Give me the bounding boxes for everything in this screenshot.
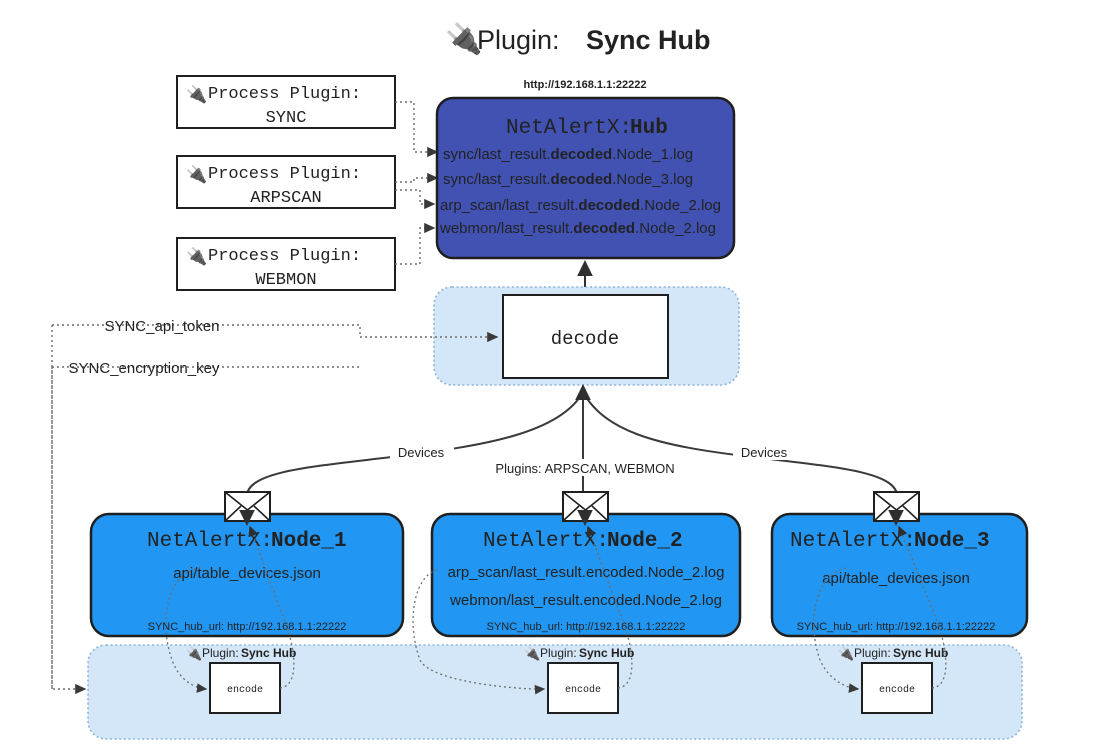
hub-box[interactable]: NetAlertX: Hub sync/last_result.decoded.… xyxy=(435,96,736,260)
process-plugin-label: Process Plugin: xyxy=(208,85,361,104)
encoder-plugin-prefix: Plugin: xyxy=(540,646,577,660)
node-encode-dotted-edges xyxy=(165,525,947,695)
envelope-icon xyxy=(562,491,609,526)
plug-icon: 🔌 xyxy=(838,646,854,661)
plug-icon: 🔌 xyxy=(186,164,207,184)
page-title-name: Sync Hub xyxy=(586,25,711,55)
encode-label: encode xyxy=(565,684,601,696)
node-title-name: Node_2 xyxy=(607,530,683,553)
process-plugin-name: WEBMON xyxy=(255,271,316,290)
envelope-icon xyxy=(224,491,271,526)
envelope-icon xyxy=(873,491,920,526)
node-line: api/table_devices.json xyxy=(173,565,321,582)
encoder-node-3[interactable]: 🔌 Plugin: Sync Hub encode xyxy=(838,646,948,714)
flow-label-right-devices: Devices xyxy=(741,445,788,460)
plug-icon: 🔌 xyxy=(186,646,202,661)
plug-icon: 🔌 xyxy=(186,246,207,266)
process-plugin-label: Process Plugin: xyxy=(208,165,361,184)
node-box-node-2[interactable]: NetAlertX: Node_2 arp_scan/last_result.e… xyxy=(430,512,742,638)
node-title-prefix: NetAlertX: xyxy=(790,530,916,553)
page-title: 🔌 Plugin: Sync Hub xyxy=(445,21,711,56)
node-to-decode-edges xyxy=(246,384,898,498)
node-line: webmon/last_result.encoded.Node_2.log xyxy=(449,592,722,609)
flow-labels: Devices Plugins: ARPSCAN, WEBMON Devices xyxy=(390,443,797,476)
process-plugin-box-sync[interactable]: 🔌 Process Plugin: SYNC xyxy=(176,75,396,129)
settings-edge-paths xyxy=(51,324,499,695)
node-box-node-3[interactable]: NetAlertX: Node_3 api/table_devices.json… xyxy=(770,512,1029,638)
plug-icon: 🔌 xyxy=(186,84,207,104)
node-hub-url-label: SYNC_hub_url: http://192.168.1.1:22222 xyxy=(487,621,686,633)
page-title-prefix: Plugin: xyxy=(477,25,560,55)
decode-container: decode xyxy=(433,286,740,386)
node-title-name: Node_1 xyxy=(271,530,347,553)
flow-label-center-plugins: Plugins: ARPSCAN, WEBMON xyxy=(495,461,674,476)
decode-label: decode xyxy=(551,328,619,350)
node-box-node-1[interactable]: NetAlertX: Node_1 api/table_devices.json… xyxy=(89,512,405,638)
plug-icon: 🔌 xyxy=(445,21,482,56)
encoder-node-2[interactable]: 🔌 Plugin: Sync Hub encode xyxy=(524,646,634,714)
process-plugin-box-arpscan[interactable]: 🔌 Process Plugin: ARPSCAN xyxy=(176,155,396,209)
hub-log-row: sync/last_result.decoded.Node_1.log xyxy=(443,146,693,163)
settings-edge-label-encryption-key: SYNC_encryption_key xyxy=(69,360,220,377)
hub-log-row: webmon/last_result.decoded.Node_2.log xyxy=(439,220,716,237)
encoder-plugin-name: Sync Hub xyxy=(579,646,634,660)
settings-edge-label-api-token: SYNC_api_token xyxy=(104,318,219,335)
process-plugin-name: SYNC xyxy=(266,109,307,128)
process-plugin-box-webmon[interactable]: 🔌 Process Plugin: WEBMON xyxy=(176,237,396,291)
hub-url: http://192.168.1.1:22222 xyxy=(524,79,647,91)
node-title-prefix: NetAlertX: xyxy=(147,530,273,553)
process-plugin-label: Process Plugin: xyxy=(208,247,361,266)
node-title-prefix: NetAlertX: xyxy=(483,530,609,553)
node-hub-url-label: SYNC_hub_url: http://192.168.1.1:22222 xyxy=(797,621,996,633)
encoder-plugin-prefix: Plugin: xyxy=(202,646,239,660)
encoder-node-1[interactable]: 🔌 Plugin: Sync Hub encode xyxy=(186,646,296,714)
encoder-plugin-name: Sync Hub xyxy=(241,646,296,660)
encode-label: encode xyxy=(227,684,263,696)
process-plugin-name: ARPSCAN xyxy=(250,189,321,208)
plug-icon: 🔌 xyxy=(524,646,540,661)
encoder-plugin-prefix: Plugin: xyxy=(854,646,891,660)
encode-label: encode xyxy=(879,684,915,696)
node-line: arp_scan/last_result.encoded.Node_2.log xyxy=(448,564,725,581)
hub-log-row: arp_scan/last_result.decoded.Node_2.log xyxy=(440,197,721,214)
node-title-name: Node_3 xyxy=(914,530,990,553)
node-line: api/table_devices.json xyxy=(822,570,970,587)
node-hub-url-label: SYNC_hub_url: http://192.168.1.1:22222 xyxy=(148,621,347,633)
flow-label-left-devices: Devices xyxy=(398,445,445,460)
hub-log-row: sync/last_result.decoded.Node_3.log xyxy=(443,171,693,188)
hub-title-name: Hub xyxy=(630,117,668,140)
encoder-plugin-name: Sync Hub xyxy=(893,646,948,660)
hub-title-prefix: NetAlertX: xyxy=(506,117,632,140)
plugin-to-hub-connectors xyxy=(395,101,439,265)
